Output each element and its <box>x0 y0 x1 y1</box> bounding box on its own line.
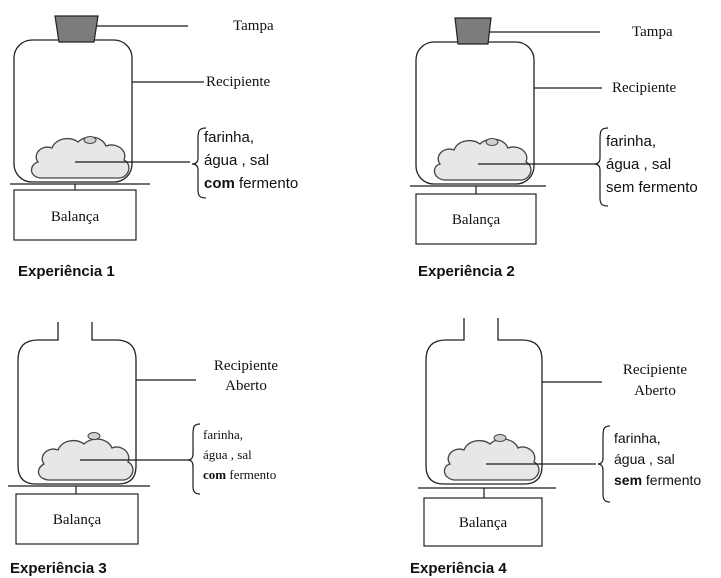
scale-label-1: Balança <box>51 209 100 225</box>
experiment-4: Balança Recipiente Aberto farinha, água … <box>410 318 701 577</box>
contents-line3-2: sem fermento <box>606 179 698 196</box>
lid-2 <box>454 17 492 45</box>
contents-line2-1: água , sal <box>204 152 269 169</box>
experiment-1: Balança Tampa Recipiente farinha, água ,… <box>10 15 298 280</box>
experiment-2: Balança Tampa Recipiente farinha, água ,… <box>410 17 698 280</box>
scale-3 <box>15 493 139 545</box>
dough-bubble-1 <box>83 136 97 144</box>
experiment-3: Balança Recipiente Aberto farinha, água … <box>8 322 278 577</box>
contents-line3-1: com fermento <box>204 175 298 192</box>
container-label-4: Recipiente <box>623 362 687 378</box>
caption-1: Experiência 1 <box>18 263 115 280</box>
dough-bubble-2 <box>485 138 499 146</box>
scale-2 <box>415 193 537 245</box>
contents-line1-4: farinha, <box>614 430 661 446</box>
contents-line1-3: farinha, <box>203 427 243 442</box>
container-label-2: Recipiente <box>612 80 676 96</box>
scale-4 <box>423 497 543 547</box>
lid-label-1: Tampa <box>233 18 274 34</box>
dough-bubble-3 <box>87 432 101 440</box>
brace-3 <box>187 423 201 495</box>
dough-2 <box>433 138 532 181</box>
scale-label-3: Balança <box>53 512 102 528</box>
contents-line2-2: água , sal <box>606 156 671 173</box>
dough-4 <box>443 438 540 481</box>
contents-line3-4: sem fermento <box>614 472 701 488</box>
lid-label-2: Tampa <box>632 24 673 40</box>
scale-label-2: Balança <box>452 212 501 228</box>
contents-line3-3: com fermento <box>203 467 276 482</box>
dough-1 <box>30 136 130 179</box>
contents-line2-4: água , sal <box>614 451 675 467</box>
caption-4: Experiência 4 <box>410 560 507 577</box>
contents-line1-2: farinha, <box>606 133 656 150</box>
caption-2: Experiência 2 <box>418 263 515 280</box>
lid-1 <box>54 15 99 43</box>
contents-line2-3: água , sal <box>203 447 252 462</box>
scale-label-4: Balança <box>459 515 508 531</box>
container-label2-4: Aberto <box>634 383 676 399</box>
brace-2 <box>593 127 609 207</box>
contents-line1-1: farinha, <box>204 129 254 146</box>
container-label-1: Recipiente <box>206 74 270 90</box>
container-label-3: Recipiente <box>214 358 278 374</box>
brace-4 <box>597 425 611 503</box>
scale-1 <box>13 189 137 241</box>
brace-1 <box>191 127 207 199</box>
container-label2-3: Aberto <box>225 378 267 394</box>
caption-3: Experiência 3 <box>10 560 107 577</box>
dough-bubble-4 <box>493 434 507 442</box>
